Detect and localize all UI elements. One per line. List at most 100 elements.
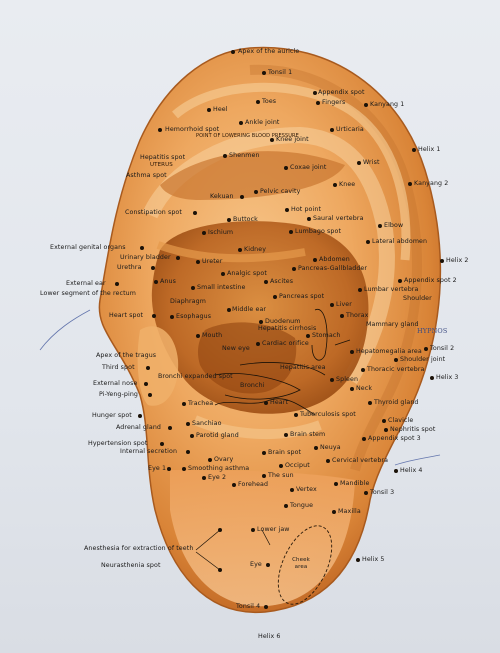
label-adrenal-gland: Adrenal gland [116,424,162,431]
label-uterus: UTERUS [150,162,173,168]
label-eye-1: Eye 1 [148,465,167,472]
marker-dot [196,334,200,338]
marker-dot [138,414,142,418]
label-helix-6: Helix 6 [258,633,281,640]
label-abdomen: Abdomen [319,256,350,263]
label-eye: Eye [250,561,262,568]
marker-dot [408,182,412,186]
marker-dot [256,342,260,346]
leader-lines [195,339,351,571]
marker-dot [232,483,236,487]
label-ankle-joint: Ankle joint [245,119,280,126]
marker-dot [239,121,243,125]
label-bronchi: Bronchi [240,382,265,389]
marker-dot [266,563,270,567]
marker-dot [284,166,288,170]
marker-dot [256,100,260,104]
label-stomach: Stomach [312,332,341,339]
marker-dot [330,303,334,307]
label-mandible: Mandible [340,480,370,487]
label-thyroid-gland: Thyroid gland [374,399,419,406]
marker-dot [307,217,311,221]
marker-dot [182,402,186,406]
tragus [137,326,179,406]
label-ascites: Ascites [270,278,294,285]
marker-dot [361,368,365,372]
marker-dot [314,446,318,450]
marker-dot [357,161,361,165]
label-tonsil-1: Tonsil 1 [268,69,293,76]
label-pancreas-spot: Pancreas spot [279,293,325,300]
label-lower-jaw: Lower jaw [257,526,290,533]
marker-dot [334,482,338,486]
label-saural-vertebra: Saural vertebra [313,215,364,222]
label-esophagus: Esophagus [176,313,212,320]
label-middle-ear: Middle ear [232,306,267,313]
label-pelvic-cavity: Pelvic cavity [260,188,301,195]
marker-dot [140,246,144,250]
marker-dot [264,605,268,609]
marker-dot [273,295,277,299]
marker-dot [191,286,195,290]
label-shoulder: Shoulder [403,295,432,302]
marker-dot [313,258,317,262]
marker-dot [154,280,158,284]
label-heart: Heart [270,399,289,406]
label-constipation-spot: Constipation spot [125,209,182,216]
label-maxilla: Maxilla [338,508,361,515]
label-hepatomegalia-area: Hepatomegalia area [356,348,422,355]
marker-dot [356,558,360,562]
ear-lobe [170,470,355,607]
label-point-lowering-bp: POINT OF LOWERING BLOOD PRESSURE [196,133,299,139]
marker-dot [364,491,368,495]
cheek-area-outline [277,525,333,605]
marker-dot [378,224,382,228]
label-duodenum: Duodenum [265,318,301,325]
label-tonsil-2: Tonsil 2 [430,345,455,352]
marker-dot [182,467,186,471]
label-helix-1: Helix 1 [418,146,441,153]
marker-dot [207,108,211,112]
label-shoulder-joint: Shoulder joint [400,356,446,363]
marker-dot [358,288,362,292]
label-neurasthenia-spot: Neurasthenia spot [101,562,161,569]
label-toes: Toes [262,98,277,105]
label-appendix-spot: Appendix spot [318,89,365,96]
triangular-fossa [160,151,345,200]
marker-dot [240,195,244,199]
label-analgic-spot: Analgic spot [227,270,267,277]
label-ovary: Ovary [214,456,234,463]
label-thoracic-vertebra: Thoracic vertebra [367,366,425,373]
label-new-eye: New eye [222,345,250,352]
marker-dot [262,71,266,75]
label-thorax: Thorax [346,312,369,319]
marker-dot [333,183,337,187]
label-kanyang-1: Kanyang 1 [370,101,405,108]
label-hunger-spot: Hunger spot [92,412,132,419]
marker-dot [186,450,190,454]
marker-dot [366,240,370,244]
label-smoothing-asthma: Smoothing asthma [188,465,250,472]
marker-dot [168,426,172,430]
label-pi-yeng-ping: Pi-Yeng-ping [99,391,139,398]
label-helix-3: Helix 3 [436,374,459,381]
marker-dot [231,50,235,54]
marker-dot [264,401,268,405]
label-trachea: Trachea [188,400,214,407]
label-anus: Anus [160,278,176,285]
marker-dot [238,248,242,252]
marker-dot [148,393,152,397]
marker-dot [394,358,398,362]
label-external-genital-organs: External genital organs [50,244,126,251]
label-hypertension-spot: Hypertension spot [88,440,148,447]
hand-annotation-left [39,309,91,351]
marker-dot [412,148,416,152]
label-helix-5: Helix 5 [362,556,385,563]
label-vertex: Vertex [296,486,317,493]
marker-dot [262,474,266,478]
marker-dot [330,378,334,382]
marker-dot [368,401,372,405]
label-brain-stem: Brain stem [290,431,326,438]
label-external-ear: External ear [66,280,106,287]
label-clavicle: Clavicle [388,417,414,424]
